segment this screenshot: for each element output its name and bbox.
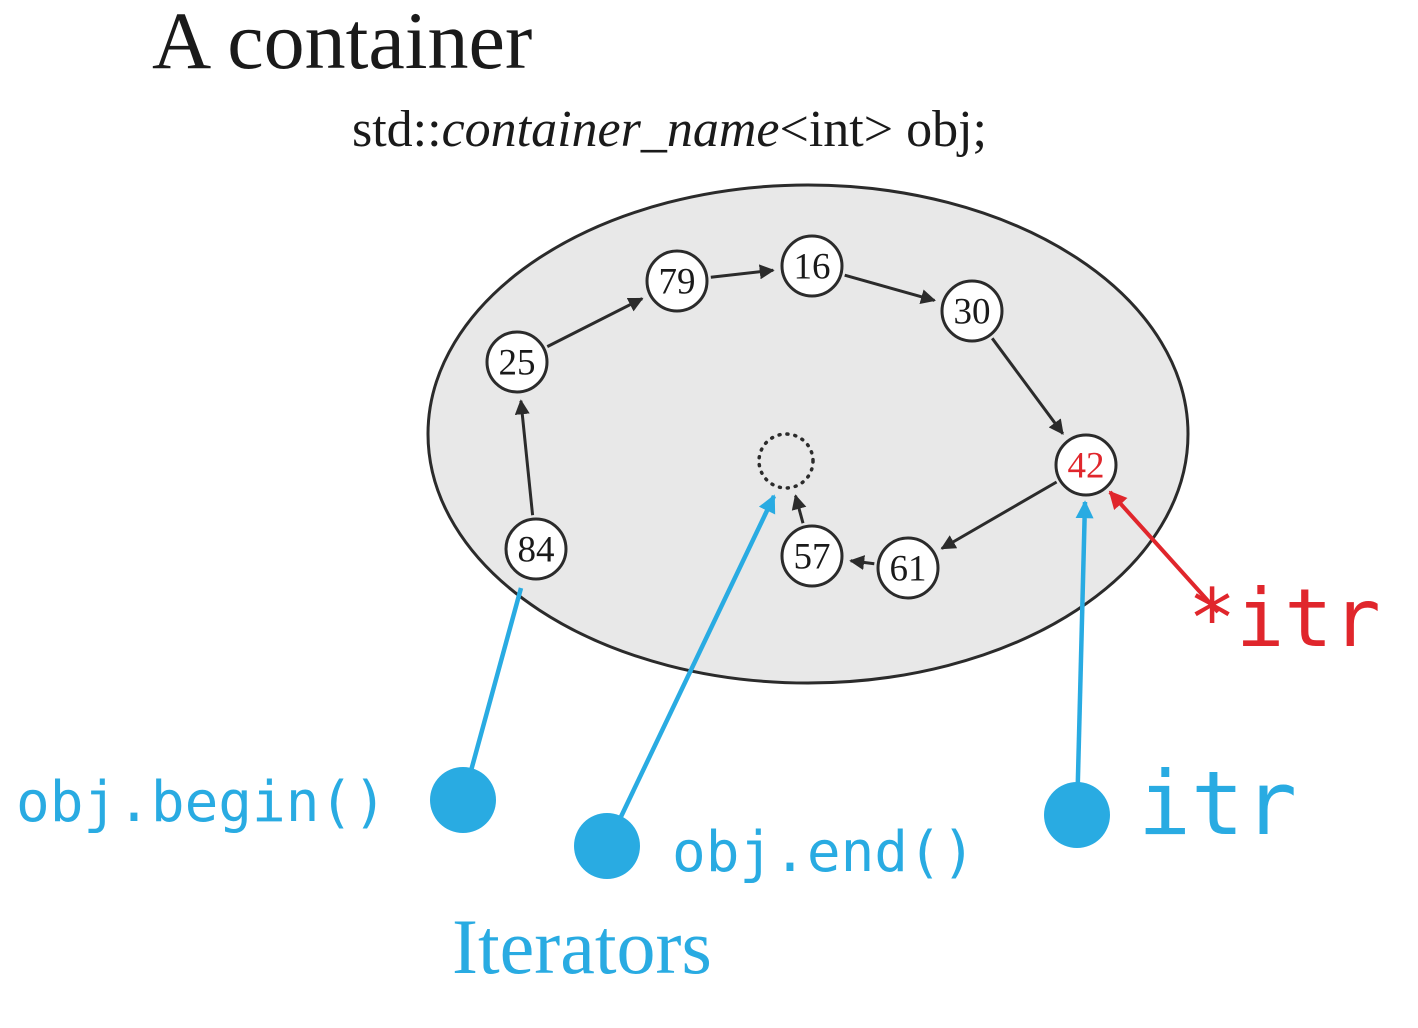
iterators-title: Iterators [452, 903, 712, 990]
itr-deref-label: *itr [1188, 572, 1381, 665]
itr-pointer-line [1074, 500, 1094, 816]
page-title: A container [152, 0, 533, 86]
container-node-57: 57 [780, 524, 844, 588]
container-node-84: 84 [504, 517, 568, 581]
node-value-16: 16 [794, 247, 831, 288]
edge-30-to-42 [990, 337, 1065, 435]
begin-dot [430, 767, 496, 833]
container-node-25: 25 [485, 330, 549, 394]
container-node-30: 30 [940, 279, 1004, 343]
edge-57-to-end [791, 494, 807, 524]
node-value-42: 42 [1068, 446, 1105, 487]
traversal-edges [514, 264, 1065, 570]
end-dot [574, 813, 640, 879]
container-node-79: 79 [645, 249, 709, 313]
node-value-61: 61 [890, 549, 927, 590]
node-value-30: 30 [954, 292, 991, 333]
itr-deref-arrow [1108, 490, 1220, 614]
node-value-57: 57 [794, 537, 831, 578]
code-declaration: std::container_name<int> obj; [352, 100, 987, 159]
edge-16-to-30 [844, 273, 936, 304]
container-node-42: 42 [1054, 433, 1118, 497]
container-node-16: 16 [780, 234, 844, 298]
edge-61-to-57 [849, 555, 875, 570]
code-suffix: <int> obj; [779, 101, 987, 158]
edge-42-to-61 [940, 480, 1058, 550]
end-position-node [757, 432, 815, 490]
itr-label: itr [1138, 752, 1297, 855]
node-value-25: 25 [499, 343, 536, 384]
itr-dot [1044, 782, 1110, 848]
node-value-84: 84 [518, 530, 555, 571]
end-pointer-line [604, 494, 777, 847]
begin-pointer-line [460, 587, 524, 801]
code-prefix: std:: [352, 101, 442, 158]
container-node-61: 61 [876, 536, 940, 600]
obj-begin-label: obj.begin() [16, 770, 387, 835]
code-container-name: container_name [441, 101, 780, 158]
node-value-79: 79 [659, 262, 696, 303]
obj-end-label: obj.end() [672, 820, 976, 885]
container-nodes: 84 25 79 16 30 42 61 57 [485, 234, 1118, 600]
edge-25-to-79 [546, 297, 644, 348]
edge-79-to-16 [710, 264, 775, 280]
edge-84-to-25 [514, 399, 535, 516]
